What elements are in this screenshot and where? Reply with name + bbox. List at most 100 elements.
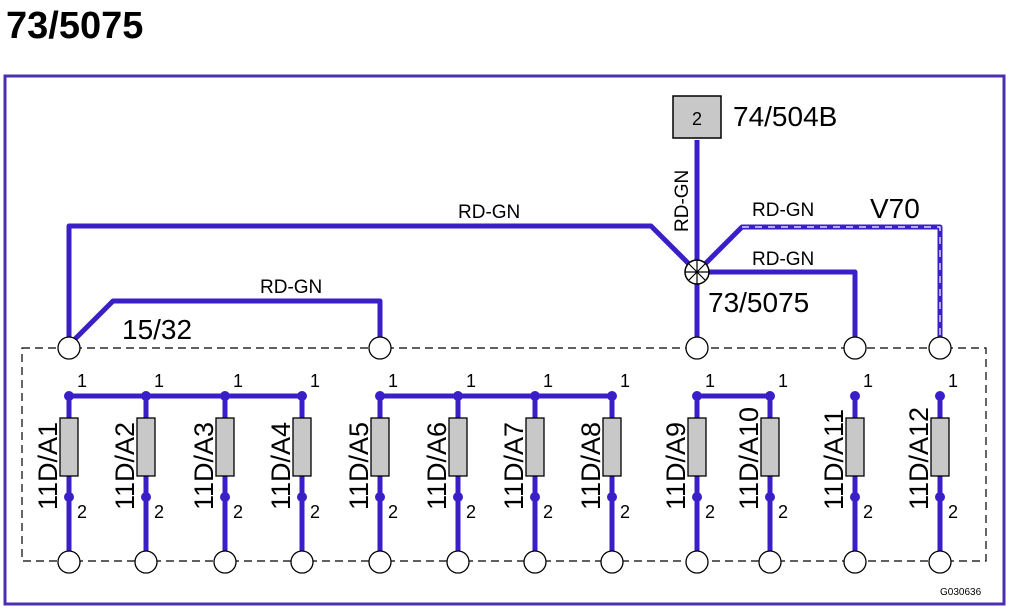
fuse-pin-bottom-label: 2 xyxy=(466,502,476,522)
fuse-name-label: 11D/A10 xyxy=(734,407,764,510)
wire-main-a1 xyxy=(66,223,699,348)
fuse-body xyxy=(845,417,865,477)
fuse-name-label: 11D/A3 xyxy=(189,422,219,510)
bottom-node xyxy=(843,550,867,574)
wire-label-connector: RD-GN xyxy=(672,170,693,232)
splice-symbol xyxy=(684,259,710,285)
figure-code: G030636 xyxy=(940,587,982,598)
fuse-terminal-bottom xyxy=(64,492,74,502)
top-node xyxy=(685,336,709,360)
bottom-node xyxy=(600,550,624,574)
fuse-terminal-bottom xyxy=(453,492,463,502)
ground-point-label: 15/32 xyxy=(122,314,192,345)
top-node xyxy=(57,336,81,360)
splice-label: 73/5075 xyxy=(708,287,809,318)
fuse-terminal-top xyxy=(375,391,385,401)
fuse-terminal-top xyxy=(297,391,307,401)
bottom-node xyxy=(758,550,782,574)
page-title: 73/5075 xyxy=(6,5,144,47)
fuse-name-label: 11D/A6 xyxy=(422,422,452,510)
fuse-pin-top-label: 1 xyxy=(863,371,873,391)
fuse-body xyxy=(370,417,390,477)
fuse-terminal-top xyxy=(530,391,540,401)
bottom-node xyxy=(523,550,547,574)
fuse-pin-bottom-label: 2 xyxy=(543,502,553,522)
fuse-pin-bottom-label: 2 xyxy=(77,502,87,522)
connector-label: 74/504B xyxy=(733,101,837,132)
fuse-terminal-bottom xyxy=(607,492,617,502)
fuse-pin-top-label: 1 xyxy=(778,371,788,391)
top-node xyxy=(843,336,867,360)
bottom-node xyxy=(446,550,470,574)
fuse-terminal-bottom xyxy=(220,492,230,502)
fuse-terminal-bottom xyxy=(297,492,307,502)
fuse-terminal-bottom xyxy=(935,492,945,502)
fuse-body xyxy=(215,417,235,477)
fuse-name-label: 11D/A1 xyxy=(33,422,63,510)
fuse-terminal-bottom xyxy=(141,492,151,502)
fuse-pin-top-label: 1 xyxy=(77,371,87,391)
fuse-terminal-bottom xyxy=(692,492,702,502)
fuse-terminal-top xyxy=(141,391,151,401)
v70-dashed-overlay xyxy=(742,226,941,340)
variant-label: V70 xyxy=(870,193,920,224)
bottom-node xyxy=(685,550,709,574)
fuse-body xyxy=(292,417,312,477)
diagram-frame xyxy=(3,74,1006,606)
fuse-body xyxy=(448,417,468,477)
bottom-node xyxy=(213,550,237,574)
fuse-terminal-bottom xyxy=(375,492,385,502)
bottom-node xyxy=(368,550,392,574)
fuse-pin-bottom-label: 2 xyxy=(388,502,398,522)
wire-branch-a5 xyxy=(67,298,383,348)
fuse-terminal-top xyxy=(220,391,230,401)
wires xyxy=(66,140,943,399)
fuse-name-label: 11D/A8 xyxy=(576,422,606,510)
fuse-pin-top-label: 1 xyxy=(543,371,553,391)
fuse-name-label: 11D/A2 xyxy=(110,422,140,510)
fuse-terminal-bottom xyxy=(850,492,860,502)
fuses: 1211D/A11211D/A21211D/A31211D/A41211D/A5… xyxy=(33,336,958,574)
bottom-node xyxy=(57,550,81,574)
fuse-name-label: 11D/A4 xyxy=(266,422,296,510)
fuse-pin-bottom-label: 2 xyxy=(948,502,958,522)
fuse-name-label: 11D/A11 xyxy=(819,409,849,510)
fuse-name-label: 11D/A9 xyxy=(661,422,691,510)
fuse-name-label: 11D/A7 xyxy=(499,422,529,510)
fuse-terminal-top xyxy=(935,391,945,401)
fuse-body xyxy=(59,417,79,477)
fuse-terminal-top xyxy=(607,391,617,401)
fuse-terminal-top xyxy=(692,391,702,401)
fuse-pin-top-label: 1 xyxy=(310,371,320,391)
fuse-body xyxy=(687,417,707,477)
fuse-pin-top-label: 1 xyxy=(154,371,164,391)
fuse-terminal-bottom xyxy=(765,492,775,502)
fuse-pin-top-label: 1 xyxy=(620,371,630,391)
fuse-pin-top-label: 1 xyxy=(466,371,476,391)
fuse-terminal-top xyxy=(850,391,860,401)
fuse-body xyxy=(136,417,156,477)
fuse-pin-bottom-label: 2 xyxy=(863,502,873,522)
connector-74-504b xyxy=(672,95,722,139)
fuse-body xyxy=(760,417,780,477)
fuse-pin-bottom-label: 2 xyxy=(705,502,715,522)
fuse-pin-top-label: 1 xyxy=(705,371,715,391)
bottom-node xyxy=(134,550,158,574)
wire-label-a12: RD-GN xyxy=(752,200,814,221)
top-node xyxy=(928,336,952,360)
fuse-pin-bottom-label: 2 xyxy=(233,502,243,522)
fuse-pin-bottom-label: 2 xyxy=(154,502,164,522)
fuse-pin-bottom-label: 2 xyxy=(778,502,788,522)
fuse-name-label: 11D/A5 xyxy=(344,422,374,510)
fuse-terminal-top xyxy=(453,391,463,401)
fuse-pin-top-label: 1 xyxy=(388,371,398,391)
wire-splice-a12 xyxy=(695,224,943,348)
fuse-pin-top-label: 1 xyxy=(948,371,958,391)
connector-pin: 2 xyxy=(692,109,702,129)
fuse-name-label: 11D/A12 xyxy=(904,407,934,510)
fuse-body xyxy=(602,417,622,477)
top-node xyxy=(368,336,392,360)
wire-label-a11: RD-GN xyxy=(752,249,814,270)
fuse-terminal-top xyxy=(64,391,74,401)
